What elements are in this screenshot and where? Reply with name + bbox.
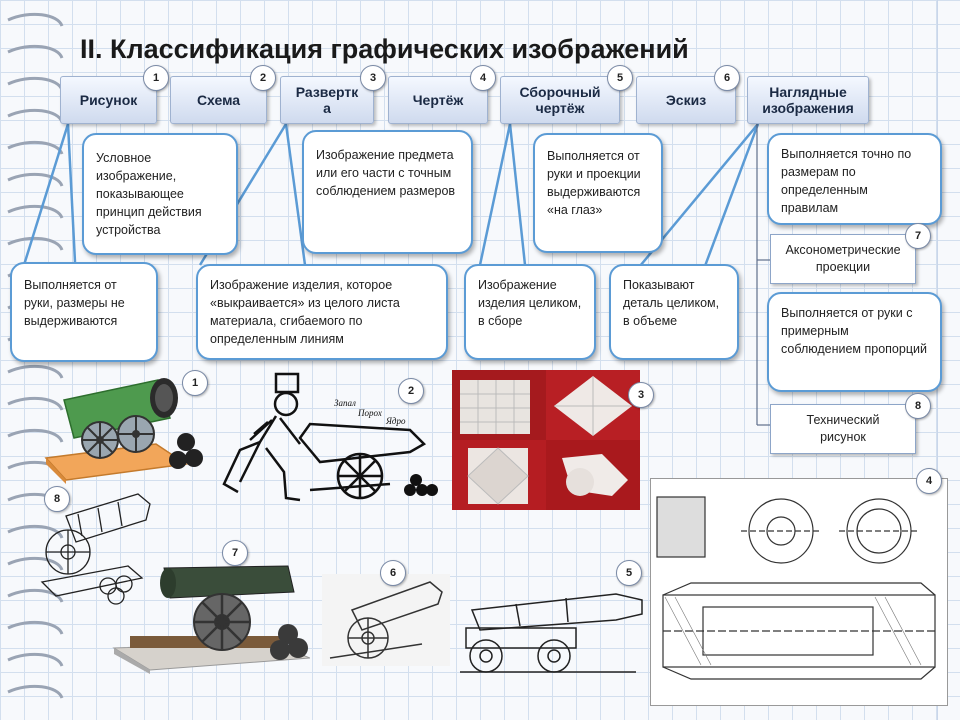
category-technical-drawing[interactable]: Чертёж: [388, 76, 488, 124]
spiral-ring: [7, 652, 64, 667]
drawing-description: Изображение предмета или его части с точ…: [302, 130, 473, 254]
spiral-ring: [7, 428, 64, 443]
figure-number: 1: [182, 370, 208, 396]
spiral-ring: [7, 524, 64, 539]
spiral-ring: [7, 12, 64, 27]
spiral-ring: [7, 588, 64, 603]
drawing-cannon-image: [44, 378, 203, 484]
assembly-drawing-image: [460, 593, 643, 673]
visual-description: Показывают деталь целиком, в объеме: [609, 264, 739, 360]
subtype-axonometric[interactable]: Аксонометрические проекции: [770, 234, 916, 284]
spiral-ring: [7, 204, 64, 219]
axonometric-model-image: [112, 565, 310, 674]
figure-number: 4: [916, 468, 942, 494]
category-number: 3: [360, 65, 386, 91]
figure-number: 2: [398, 378, 424, 404]
spiral-ring: [7, 396, 64, 411]
scheme-sketch-image: Запал Порох Ядро: [222, 372, 438, 502]
figure-number: 6: [380, 560, 406, 586]
scheme-description: Условное изображение, показывающее принц…: [82, 133, 238, 255]
category-assembly-drawing[interactable]: Сборочный чертёж: [500, 76, 620, 124]
paper-folds-image: [452, 370, 640, 510]
unfolding-description: Изображение изделия, которое «выкраивает…: [196, 264, 448, 360]
figure-number: 8: [44, 486, 70, 512]
figure-number: 7: [222, 540, 248, 566]
subtype-number: 8: [905, 393, 931, 419]
unfolding-photos: [452, 370, 640, 510]
picture-description: Выполняется от руки, размеры не выдержив…: [10, 262, 158, 362]
spiral-ring: [7, 76, 64, 91]
technical-sketch-description: Выполняется от руки с примерным соблюден…: [767, 292, 942, 392]
scheme-label-fuse: Запал: [334, 398, 356, 408]
scheme-label-ball: Ядро: [385, 416, 406, 426]
category-unfolding[interactable]: Развертк а: [280, 76, 374, 124]
category-number: 4: [470, 65, 496, 91]
spiral-ring: [7, 364, 64, 379]
spiral-ring: [7, 44, 64, 59]
category-visual-images[interactable]: Наглядные изображения: [747, 76, 869, 124]
figure-number: 5: [616, 560, 642, 586]
category-number: 1: [143, 65, 169, 91]
subtype-technical-sketch[interactable]: Технический рисунок: [770, 404, 916, 454]
spiral-ring: [7, 140, 64, 155]
category-number: 6: [714, 65, 740, 91]
sketch-description: Выполняется от руки и проекции выдержива…: [533, 133, 663, 253]
page-title: II. Классификация графических изображени…: [80, 34, 689, 64]
scheme-label-powder: Порох: [357, 408, 382, 418]
category-number: 5: [607, 65, 633, 91]
axonometric-description: Выполняется точно по размерам по определ…: [767, 133, 942, 225]
technical-drawing-svg: [656, 496, 936, 680]
spiral-ring: [7, 684, 64, 699]
spiral-ring: [7, 620, 64, 635]
spiral-ring: [7, 108, 64, 123]
sketch-cannon-image: [322, 574, 450, 666]
spiral-ring: [7, 172, 64, 187]
spiral-ring: [7, 236, 64, 251]
technical-sketch-image: [40, 493, 151, 605]
assembly-description: Изображение изделия целиком, в сборе: [464, 264, 596, 360]
category-drawing[interactable]: Рисунок: [60, 76, 157, 124]
spiral-ring: [7, 556, 64, 571]
subtype-number: 7: [905, 223, 931, 249]
figure-number: 3: [628, 382, 654, 408]
category-number: 2: [250, 65, 276, 91]
drawing-sheet-image: [650, 478, 948, 706]
